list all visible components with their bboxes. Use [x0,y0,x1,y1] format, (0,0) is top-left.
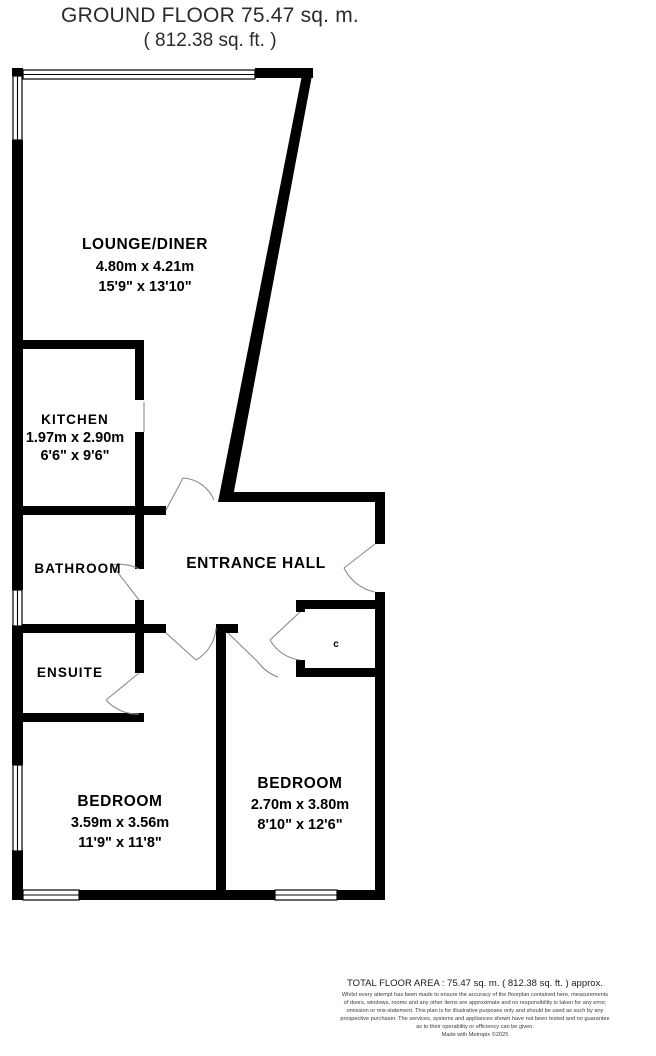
wall-cupboard-left-lower [296,660,305,677]
window-lounge-left [12,75,23,141]
wall-bathroom-right-lower [135,600,144,628]
window-bedroom1-left [12,764,23,852]
door-bedroom1 [165,627,217,661]
bedroom2-dim-metric: 2.70m x 3.80m [251,797,349,813]
room-label-bedroom1: BEDROOM 3.59m x 3.56m 11'9" x 11'8" [71,793,169,851]
floorplan-header: GROUND FLOOR 75.47 sq. m. ( 812.38 sq. f… [0,0,420,52]
window-lounge-top [22,69,256,80]
wall-bathroom-right [135,515,144,569]
wall-hall-bottom-stub [226,624,238,633]
wall-kitchen-right-upper [135,340,144,400]
wall-cupboard-top [296,600,376,609]
entrance-hall-name: ENTRANCE HALL [186,555,326,572]
page-title: GROUND FLOOR 75.47 sq. m. [61,4,359,27]
bedroom1-dim-imperial: 11'9" x 11'8" [78,835,162,851]
disclaimer-line-1: Whilst every attempt has been made to en… [341,992,609,998]
room-label-ensuite: ENSUITE [37,665,103,680]
made-with-credit: Made with Metropix ©2025 [441,1032,509,1039]
room-label-lounge-diner: LOUNGE/DINER 4.80m x 4.21m 15'9" x 13'10… [82,236,208,295]
bedroom1-name: BEDROOM [77,793,162,810]
bedroom2-name: BEDROOM [257,775,342,792]
total-floor-area: TOTAL FLOOR AREA : 75.47 sq. m. ( 812.38… [347,978,603,989]
wall-between-bedrooms [216,633,226,891]
disclaimer-line-5: as to their operability or efficiency ca… [416,1023,534,1030]
wall-exterior-bottom-mid [78,890,275,900]
floorplan-footer: TOTAL FLOOR AREA : 75.47 sq. m. ( 812.38… [300,978,650,1038]
room-label-bedroom2: BEDROOM 2.70m x 3.80m 8'10" x 12'6" [251,775,349,833]
room-label-kitchen: KITCHEN 1.97m x 2.90m 6'6" x 9'6" [26,412,124,464]
disclaimer-line-3: omission or mis-statement. This plan is … [346,1007,604,1014]
door-cupboard [269,611,301,661]
wall-exterior-bottom-left-corner [12,890,23,900]
door-lounge-hall [165,477,215,511]
wall-ensuite-right [135,633,144,673]
lounge-diner-dim-imperial: 15'9" x 13'10" [98,279,191,295]
wall-cupboard-bottom-right [296,668,376,677]
page-subtitle: ( 812.38 sq. ft. ) [143,30,277,51]
wall-exterior-top [255,68,313,78]
door-bedroom2 [227,632,279,678]
wall-kitchen-top [19,340,144,349]
kitchen-dim-imperial: 6'6" x 9'6" [40,448,109,464]
wall-cupboard-left [296,600,305,612]
window-bathroom-left [12,589,23,627]
wall-hall-left-lower [144,624,166,633]
wall-exterior-left-mid [12,625,23,765]
wall-exterior-left-upper [12,68,23,76]
wall-ensuite-top [19,624,144,633]
kitchen-dim-metric: 1.97m x 2.90m [26,430,124,446]
wall-kitchen-bottom [19,506,144,515]
wall-exterior-left [12,140,23,590]
wall-hall-left-upper [144,506,166,515]
bedroom2-dim-imperial: 8'10" x 12'6" [257,817,342,833]
bedroom1-dim-metric: 3.59m x 3.56m [71,815,169,831]
ensuite-name: ENSUITE [37,665,103,680]
kitchen-name: KITCHEN [41,412,109,427]
room-label-bathroom: BATHROOM [34,561,121,576]
door-bathroom [111,563,140,601]
disclaimer-text: Whilst every attempt has been made to en… [300,992,650,1032]
door-ensuite [105,672,140,715]
wall-hall-bottom-right-stub [216,624,228,633]
bathroom-name: BATHROOM [34,561,121,576]
lounge-diner-dim-metric: 4.80m x 4.21m [96,259,194,275]
wall-kitchen-right-lower [135,432,144,512]
lounge-diner-name: LOUNGE/DINER [82,236,208,253]
wall-exterior-right-lower [375,592,385,900]
wall-ensuite-bottom [19,713,144,722]
wall-exterior-left-lower [12,850,23,900]
disclaimer-line-2: of doors, windows, rooms and any other i… [343,999,607,1006]
wall-exterior-right-upper [375,492,385,544]
cupboard-label: c [333,639,339,650]
wall-hall-top [222,492,385,502]
room-label-entrance-hall: ENTRANCE HALL [186,555,326,572]
wall-exterior-bottom-right [337,890,385,900]
window-bedroom2-bottom [274,889,338,901]
wall-exterior-diagonal [218,70,313,502]
window-bedroom1-bottom [22,889,80,901]
door-front-entrance [343,543,376,593]
disclaimer-line-4: prospective purchaser. The services, sys… [340,1015,610,1022]
